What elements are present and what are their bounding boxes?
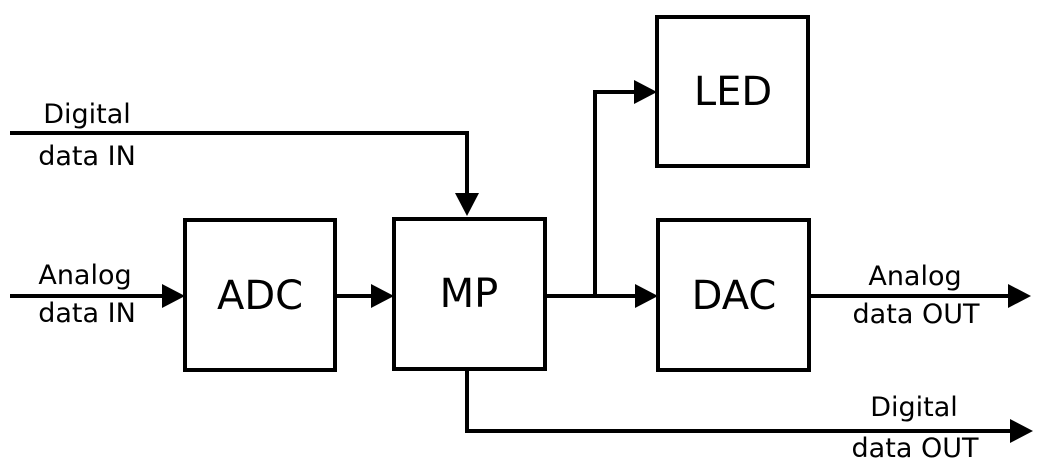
port-analog-out-line1: Analog <box>868 261 961 292</box>
connections <box>10 80 1033 443</box>
block-led: LED <box>655 15 810 168</box>
connector-digital-in-to-mp <box>10 131 469 195</box>
arrowhead-analog-out <box>1008 284 1031 308</box>
block-dac-label: DAC <box>692 273 777 319</box>
port-analog-in-line1: Analog <box>38 260 131 291</box>
block-dac-box <box>656 218 811 372</box>
port-digital-in: Digital data IN <box>38 99 136 172</box>
port-digital-out-line1: Digital <box>870 392 958 423</box>
block-adc-box <box>183 218 337 372</box>
block-mp: MP <box>392 217 547 371</box>
block-mp-box <box>392 217 547 371</box>
port-analog-out: Analog data OUT <box>853 261 980 330</box>
arrowhead-digital-in-to-mp <box>455 193 479 216</box>
connector-mp-to-digital-out <box>465 369 1012 433</box>
port-analog-out-line2: data OUT <box>853 299 980 330</box>
block-led-box <box>655 15 810 168</box>
block-adc: ADC <box>183 218 337 372</box>
port-digital-out: Digital data OUT <box>852 392 979 464</box>
block-dac: DAC <box>656 218 811 372</box>
arrowhead-digital-out <box>1010 419 1033 443</box>
arrowhead-analog-in-to-adc <box>162 284 185 308</box>
port-analog-in-line2: data IN <box>38 298 136 329</box>
port-digital-in-line2: data IN <box>38 141 136 172</box>
block-led-label: LED <box>694 69 772 115</box>
port-digital-out-line2: data OUT <box>852 433 979 464</box>
port-digital-in-line1: Digital <box>43 99 131 130</box>
port-analog-in: Analog data IN <box>38 260 136 329</box>
arrowhead-mp-to-dac <box>635 284 658 308</box>
connector-mp-to-led <box>593 90 636 296</box>
block-adc-label: ADC <box>217 273 303 319</box>
arrowhead-adc-to-mp <box>371 284 394 308</box>
block-mp-label: MP <box>440 271 499 317</box>
arrowhead-mp-to-led <box>634 80 657 104</box>
